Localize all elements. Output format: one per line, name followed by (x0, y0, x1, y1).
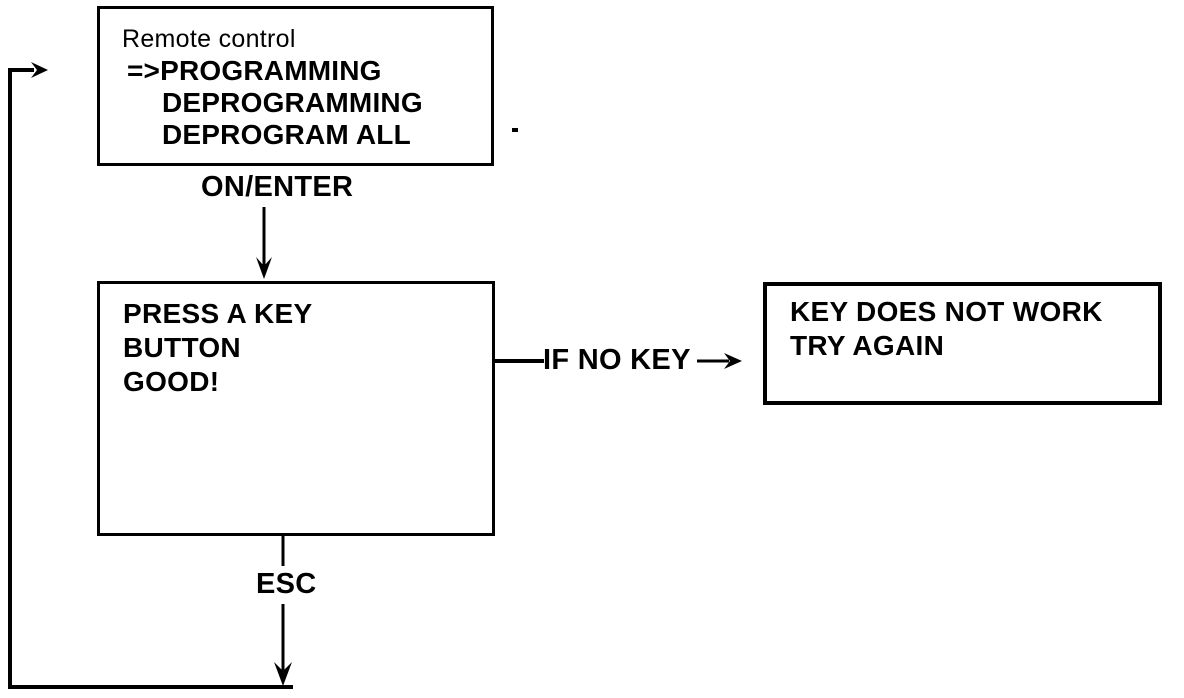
esc-arrow-down-icon (274, 604, 292, 686)
loop-back-arrow-right-icon (31, 62, 48, 78)
good-line: GOOD! (123, 366, 220, 397)
esc-label: ESC (256, 568, 317, 600)
remote-control-menu-box: Remote control =>PROGRAMMING DEPROGRAMMI… (97, 6, 494, 166)
menu-item-deprogramming: DEPROGRAMMING (162, 87, 423, 118)
loop-back-line (8, 68, 293, 689)
menu-item-deprogram-all: DEPROGRAM ALL (162, 119, 411, 150)
press-key-line: PRESS A KEY (123, 298, 313, 329)
scan-artifact-dot (512, 128, 518, 132)
menu-item-programming: =>PROGRAMMING (127, 55, 382, 86)
if-no-key-arrow-right-icon (697, 353, 742, 369)
button-line: BUTTON (123, 332, 241, 363)
press-key-box: PRESS A KEY BUTTON GOOD! (97, 281, 495, 536)
key-does-not-work-box: KEY DOES NOT WORK TRY AGAIN (763, 282, 1162, 405)
menu-title: Remote control (122, 25, 296, 53)
try-again-line: TRY AGAIN (790, 330, 945, 361)
on-enter-arrow-down-icon (256, 207, 272, 279)
on-enter-label: ON/ENTER (201, 171, 354, 203)
if-no-key-label: IF NO KEY (543, 344, 691, 376)
key-does-not-work-line: KEY DOES NOT WORK (790, 296, 1103, 327)
